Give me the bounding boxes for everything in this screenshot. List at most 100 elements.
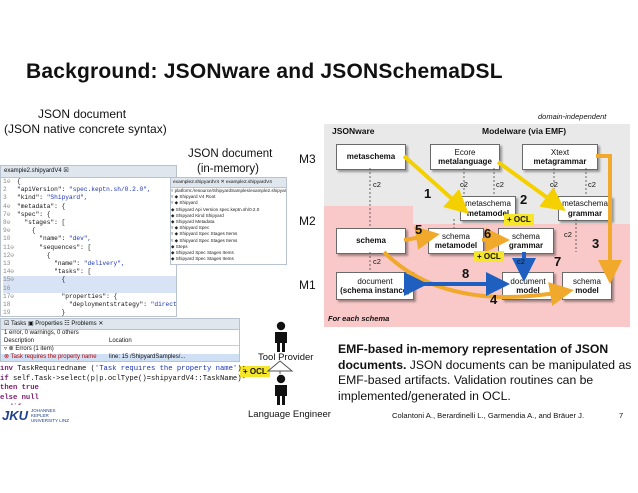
code-line[interactable]: 2"apiVersion": "spec.keptn.sh/0.2.0", xyxy=(3,186,176,194)
code-line[interactable]: 11⊖ "sequences": [ xyxy=(3,244,176,252)
code-key: "kind": xyxy=(17,194,47,202)
code-line[interactable]: 3"kind": "Shipyard", xyxy=(3,194,176,202)
page-number: 7 xyxy=(619,411,624,420)
line-number: 17⊖ xyxy=(3,292,15,300)
code-line[interactable]: 17⊖ "properties": { xyxy=(3,293,176,301)
c2-label-2: c2 xyxy=(460,180,468,189)
code-line[interactable]: 16 xyxy=(3,284,176,293)
ocl-badge-1: + OCL xyxy=(504,214,534,225)
problems-header: Description Location xyxy=(1,338,239,347)
c2-label-8: c2 xyxy=(564,230,572,239)
code-line[interactable]: 14⊖ "tasks": [ xyxy=(3,268,176,276)
tree-item[interactable]: ▿ ◆ Shipyard Spec Stages Items xyxy=(171,237,238,243)
step-5: 5 xyxy=(415,222,423,237)
doc-line1: document xyxy=(357,276,393,286)
code-line[interactable]: 19 } xyxy=(3,309,176,317)
code-line[interactable]: 1⊖{ xyxy=(3,178,176,186)
problem-item-location: line: 15 /ShipyardSamples/... xyxy=(109,353,186,360)
step-7: 7 xyxy=(554,254,562,269)
m2-label: M2 xyxy=(299,214,316,228)
col-location[interactable]: Location xyxy=(109,337,132,344)
caption-json-native: (JSON native concrete syntax) xyxy=(4,122,167,136)
code-key: { xyxy=(17,227,36,235)
line-number: 14⊖ xyxy=(3,268,15,276)
ocl-line: if self.Task->select(p|p.oclType()=shipy… xyxy=(0,375,246,385)
code-line[interactable]: 15⊖ { xyxy=(3,276,176,285)
language-engineer-icon xyxy=(275,374,287,405)
problems-view[interactable]: ☑ Tasks ▣ Properties ☷ Problems ✕ 1 erro… xyxy=(0,318,240,362)
code-key: "deploymentstrategy": xyxy=(17,301,151,309)
code-value: "Shipyard", xyxy=(46,194,88,202)
code-line[interactable]: 12⊖ { xyxy=(3,252,176,260)
tree-item[interactable]: ◆ Steps xyxy=(171,243,188,249)
code-line[interactable]: 4⊖"metadata": { xyxy=(3,203,176,211)
code-line[interactable]: 13 "name": "delivery", xyxy=(3,260,176,268)
tree-item[interactable]: ◆ Shipyard Spec Stages Items xyxy=(171,250,234,256)
slide-title: Background: JSONware and JSONSchemaDSL xyxy=(26,60,503,83)
code-line[interactable]: 9⊖ { xyxy=(3,227,176,235)
json-code[interactable]: 1⊖{2"apiVersion": "spec.keptn.sh/0.2.0",… xyxy=(1,178,176,317)
tree-item[interactable]: ▿ ◆ Shipyard V4 Root xyxy=(171,194,216,200)
logo-sub1: JOHANNES KEPLER xyxy=(31,408,56,418)
model-tree[interactable]: example2.shipyardV4 ✕ example2.shipyardV… xyxy=(170,177,287,265)
schm-line1: schema xyxy=(572,276,601,286)
c2-label-7: c2 xyxy=(517,257,525,266)
sm-line1: schema xyxy=(441,231,470,241)
json-editor[interactable]: example2.shipyardV4 ☒ 1⊖{2"apiVersion": … xyxy=(0,165,177,317)
tree-rows[interactable]: ▿ platform:/resource/ShipyardSamples/exa… xyxy=(171,188,286,262)
code-key: "tasks": [ xyxy=(17,268,92,276)
code-key: "name": xyxy=(17,235,69,243)
tree-item[interactable]: ◆ Shipyard Metadata xyxy=(171,219,215,225)
sm-line2: metamodel xyxy=(434,241,478,250)
ocl-expr: self.Task->select(p|p.oclType()=shipyard… xyxy=(12,374,246,383)
ecore-line1: Ecore xyxy=(454,147,476,157)
tree-item[interactable]: ▿ ◆ Shipyard xyxy=(171,200,198,206)
code-line[interactable]: 10 "name": "dev", xyxy=(3,235,176,243)
caption-json-document: JSON document xyxy=(38,107,127,121)
line-number: 11⊖ xyxy=(3,243,15,251)
problems-tabs[interactable]: ☑ Tasks ▣ Properties ☷ Problems ✕ xyxy=(1,319,239,330)
ocl-line: then true xyxy=(0,384,246,394)
problems-group[interactable]: ▿ ⊗ Errors (1 item) xyxy=(4,346,54,353)
modelware-label: Modelware (via EMF) xyxy=(482,126,567,136)
tree-item[interactable]: ▿ ◆ Shipyard Spec xyxy=(171,225,210,231)
tree-item[interactable]: ▿ platform:/resource/ShipyardSamples/exa… xyxy=(171,188,287,193)
tree-item[interactable]: ◆ Shipyard Api Version spec.keptn.sh/0.2… xyxy=(171,206,260,212)
editor-tab[interactable]: example2.shipyardV4 ☒ xyxy=(1,166,176,178)
language-engineer-label: Language Engineer xyxy=(248,409,331,420)
ocl-code: inv TaskRequiredname ('Task requires the… xyxy=(0,365,246,405)
mm-line1: metaschema xyxy=(465,199,511,208)
c2-label-1: c2 xyxy=(373,180,381,189)
code-line[interactable]: 8⊖ "stages": [ xyxy=(3,219,176,227)
line-number: 12⊖ xyxy=(3,251,15,259)
code-key: "spec": { xyxy=(17,210,51,218)
tree-tabs[interactable]: example2.shipyardV4 ✕ example2.shipyardV… xyxy=(171,178,286,188)
m1-label: M1 xyxy=(299,278,316,292)
line-number: 1⊖ xyxy=(3,178,11,185)
ocl-keyword: then true xyxy=(0,384,39,393)
ocl-keyword: else null xyxy=(0,394,39,403)
caption-inmemory-2: (in-memory) xyxy=(197,163,259,175)
line-number: 19 xyxy=(3,309,11,317)
code-line[interactable]: 18 "deploymentstrategy": "direct" xyxy=(3,301,176,309)
mg-line2: grammar xyxy=(567,208,603,218)
body-text: EMF-based in-memory representation of JS… xyxy=(338,342,633,404)
ocl-badge-2: + OCL xyxy=(474,251,504,262)
tree-item[interactable]: ◆ Shipyard Kind Shipyard xyxy=(171,212,224,218)
line-number: 18 xyxy=(3,301,11,309)
code-line[interactable]: 7⊖"spec": { xyxy=(3,211,176,219)
ocl-line: inv TaskRequiredname ('Task requires the… xyxy=(0,365,246,375)
ocl-keyword: endif xyxy=(0,404,22,405)
step-3: 3 xyxy=(592,236,600,251)
col-description[interactable]: Description xyxy=(4,337,35,344)
line-number: 8⊖ xyxy=(3,219,11,227)
ocl-line: endif xyxy=(0,404,246,405)
line-number: 16 xyxy=(3,284,11,292)
tree-item[interactable]: ◆ Shipyard Spec Stages Items xyxy=(171,256,234,262)
problem-item[interactable]: ⊗ Task requires the property name line: … xyxy=(1,353,239,361)
code-value: "delivery", xyxy=(83,260,125,268)
sg-line1: schema xyxy=(511,231,540,241)
tree-item[interactable]: ▿ ◆ Shipyard Spec Stages Items xyxy=(171,231,238,237)
